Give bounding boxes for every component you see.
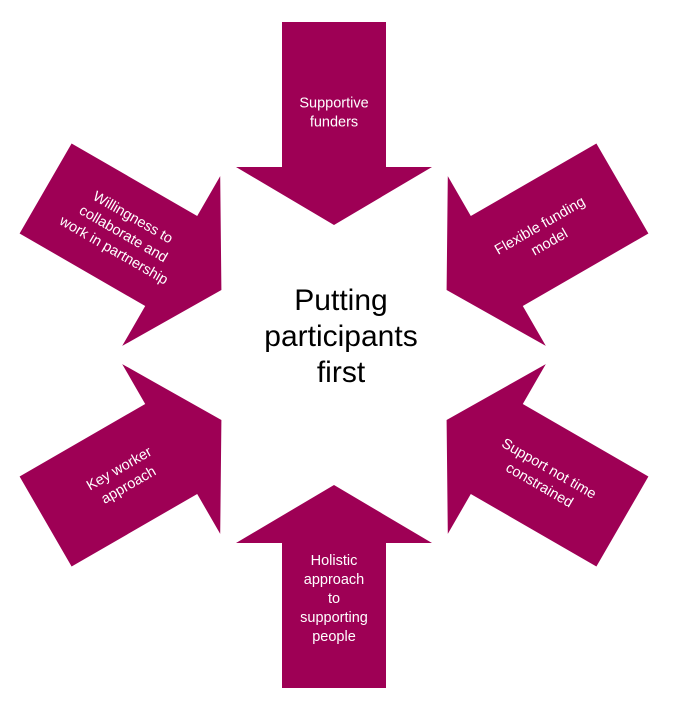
arrow-label-line: approach <box>304 572 364 588</box>
center-title-line-2: participants <box>264 320 418 353</box>
arrow-label-line: people <box>312 629 356 645</box>
arrow-shape <box>236 22 432 225</box>
center-title-line-1: Putting <box>294 284 388 317</box>
arrow-shape <box>19 143 222 346</box>
arrow-support-not-time-constrained: Support not timeconstrained <box>446 364 649 567</box>
arrow-label: Holistic approach to supporting people <box>300 553 368 645</box>
arrow-supportive-funders: Supportive funders <box>236 22 432 225</box>
arrow-label-line: supporting <box>300 610 368 626</box>
arrow-shape <box>19 364 222 567</box>
arrow-label: Supportive funders <box>299 96 368 131</box>
arrow-label-line: Holistic <box>311 553 358 569</box>
arrow-holistic-approach: Holistic approach to supporting people <box>236 485 432 688</box>
arrow-key-worker-approach: Key workerapproach <box>19 364 222 567</box>
arrow-label-line: to <box>328 591 340 607</box>
arrow-label-line: funders <box>310 115 358 131</box>
center-title-line-3: first <box>316 356 366 389</box>
center-title: Putting participants first <box>211 283 471 391</box>
arrow-shape <box>236 485 432 688</box>
arrow-flexible-funding-model: Flexible fundingmodel <box>446 143 649 346</box>
arrow-shape <box>446 364 649 567</box>
arrow-label-line: Supportive <box>299 96 368 112</box>
arrow-willingness-to-collaborate: Willingness tocollaborate andwork in par… <box>19 143 222 346</box>
arrow-shape <box>446 143 649 346</box>
